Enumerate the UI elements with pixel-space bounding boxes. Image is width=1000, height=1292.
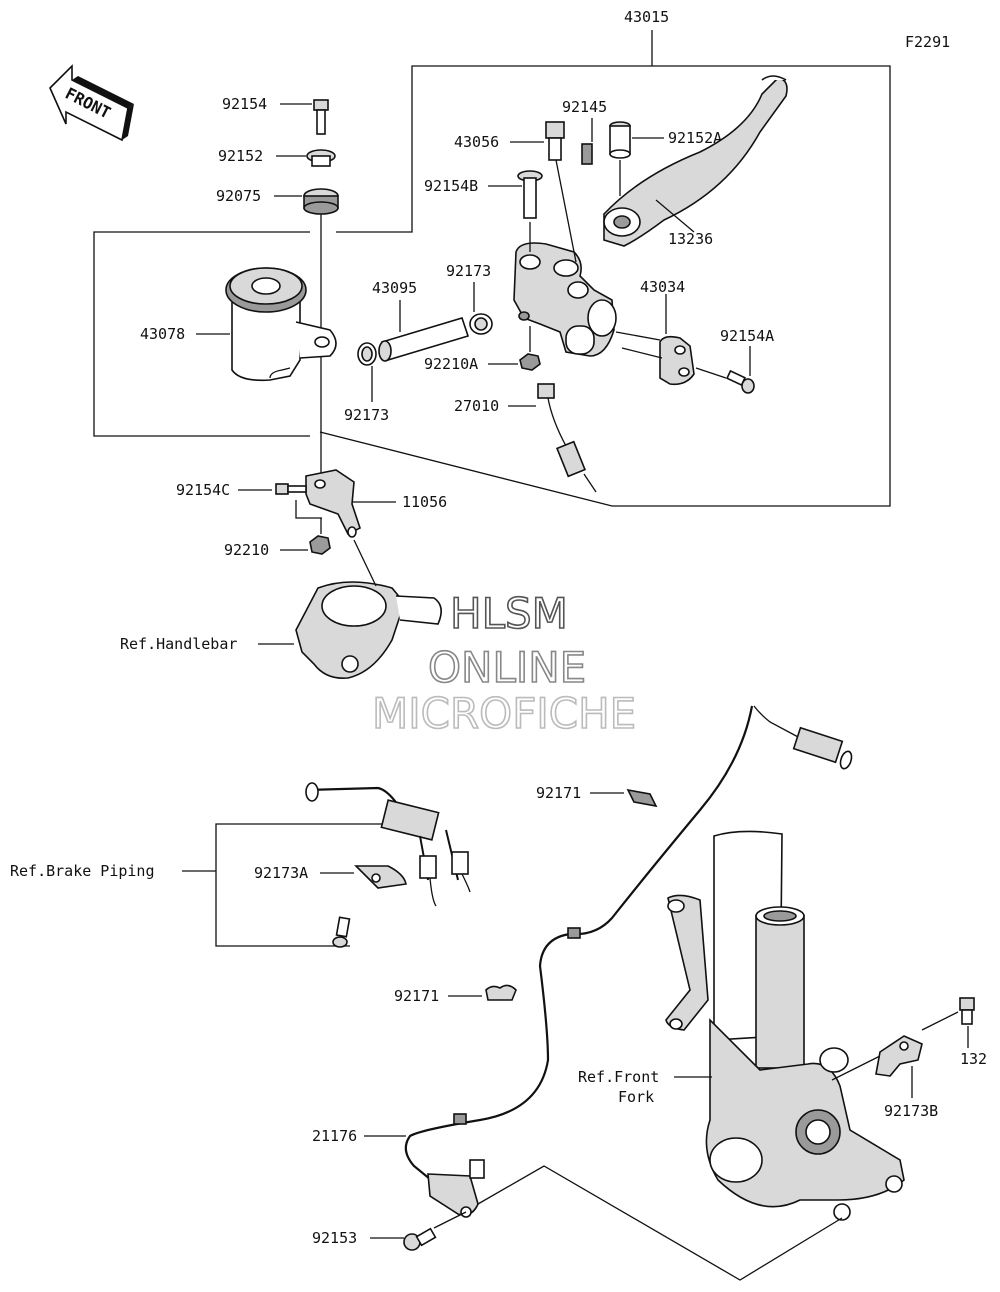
label-92173A: 92173A [254, 864, 308, 882]
label-21176: 21176 [312, 1127, 357, 1145]
hose-clamp-92173-right [469, 313, 493, 335]
label-92154A: 92154A [720, 327, 774, 345]
collar-92152A [609, 121, 631, 159]
clip-92171-upper [626, 788, 658, 808]
label-92153: 92153 [312, 1229, 357, 1247]
master-cylinder-body [513, 242, 617, 357]
label-92152: 92152 [218, 147, 263, 165]
front-direction-arrow: FRONT [49, 64, 134, 142]
brake-piping-bracket-line [215, 823, 388, 947]
hose-clamp-92173-left [357, 342, 377, 366]
label-ref-front-fork-line2: Fork [618, 1088, 654, 1106]
label-43015: 43015 [624, 8, 669, 26]
label-92152A: 92152A [668, 129, 722, 147]
label-43095: 43095 [372, 279, 417, 297]
label-92171-upper: 92171 [536, 784, 581, 802]
label-92171-lower: 92171 [394, 987, 439, 1005]
watermark-online: ONLINE [428, 643, 586, 692]
clip-92171-lower [485, 984, 517, 1001]
label-92154: 92154 [222, 95, 267, 113]
brake-lever-13236 [603, 75, 788, 247]
watermark-microfiche: MICROFICHE [372, 689, 636, 738]
label-43056: 43056 [454, 133, 499, 151]
sensor-bracket-92173B [875, 1035, 923, 1077]
brake-piping-reference [305, 782, 471, 907]
label-92173-lower: 92173 [344, 406, 389, 424]
reservoir-hose-43095 [378, 317, 470, 362]
label-11056: 11056 [402, 493, 447, 511]
label-13236: 13236 [668, 230, 713, 248]
label-92173-upper: 92173 [446, 262, 491, 280]
label-ref-brake-piping: Ref.Brake Piping [10, 862, 155, 880]
brake-light-switch-27010 [537, 383, 597, 493]
spring-92145 [581, 143, 593, 165]
handlebar-clamp-reference [295, 539, 442, 680]
label-43034: 43034 [640, 278, 685, 296]
assembly-boundary-43015 [93, 30, 891, 507]
label-43078: 43078 [140, 325, 185, 343]
abs-sensor-harness-21176 [404, 705, 853, 1218]
hose-bracket-92173A [354, 865, 407, 889]
bracket-nut-92210 [309, 535, 331, 555]
reservoir-tank-43078 [225, 267, 337, 382]
grommet-92075 [303, 188, 339, 215]
bracket-bolt-92154C [275, 483, 307, 495]
label-92210: 92210 [224, 541, 269, 559]
label-92173B: 92173B [884, 1102, 938, 1120]
label-132: 132 [960, 1050, 987, 1068]
pivot-bolt-92154B [517, 170, 543, 219]
label-92075: 92075 [216, 187, 261, 205]
piping-bolt [332, 916, 351, 948]
label-92154C: 92154C [176, 481, 230, 499]
label-92210A: 92210A [424, 355, 478, 373]
handlebar-clamp-43034 [659, 335, 695, 386]
label-27010: 27010 [454, 397, 499, 415]
bolt-92154 [313, 99, 329, 135]
watermark-hlsm: HLSM [450, 589, 568, 638]
washer-92152 [306, 149, 336, 167]
bolt-132 [959, 997, 975, 1025]
nut-92210A [519, 353, 541, 371]
label-ref-handlebar: Ref.Handlebar [120, 635, 237, 653]
reservoir-bracket-11056 [305, 469, 361, 538]
label-92154B: 92154B [424, 177, 478, 195]
label-92145: 92145 [562, 98, 607, 116]
figure-code: F2291 [905, 33, 950, 51]
sensor-bolt-92153 [403, 1227, 437, 1251]
label-ref-front-fork-line1: Ref.Front [578, 1068, 659, 1086]
front-fork-reference [665, 830, 905, 1221]
clamp-bolt-92154A [725, 369, 755, 394]
banjo-bolt-43056 [545, 121, 565, 161]
